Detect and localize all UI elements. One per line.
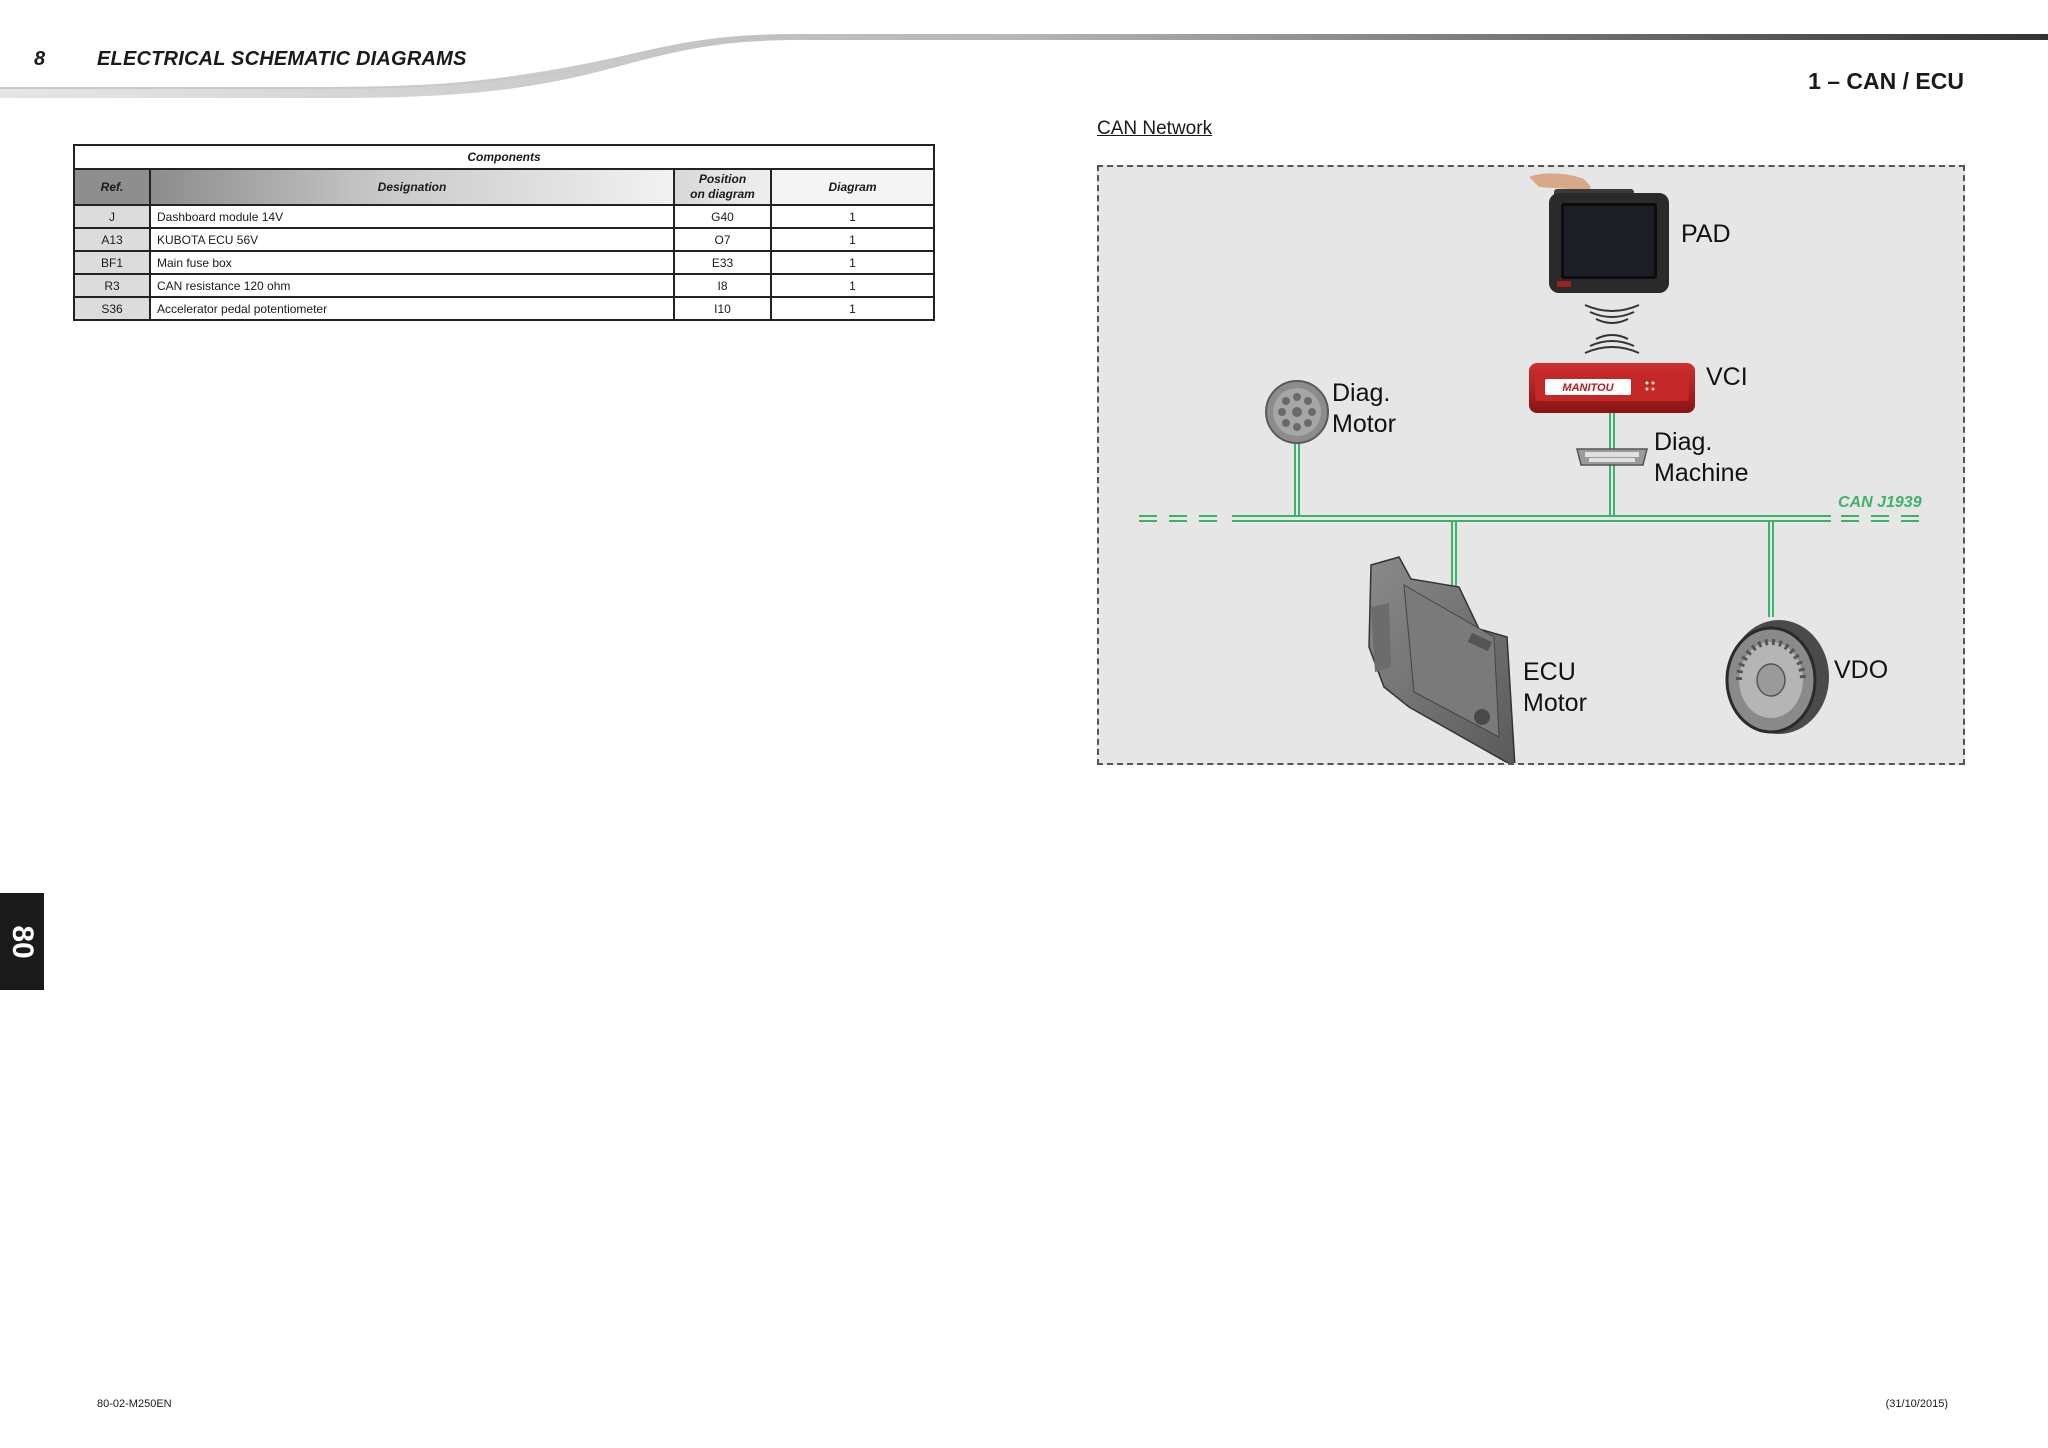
pad-label: PAD (1681, 220, 1731, 248)
document-title: ELECTRICAL SCHEMATIC DIAGRAMS (97, 48, 467, 70)
diag-machine-label-line1: Diag. (1654, 428, 1713, 456)
cell-diagram: 1 (770, 204, 935, 229)
table-row: R3 CAN resistance 120 ohm I8 1 (73, 273, 935, 298)
diagram-graphics: MANITOU (1139, 173, 1919, 763)
header-swoosh (0, 34, 2048, 98)
cell-ref: R3 (73, 273, 151, 298)
can-network-diagram: MANITOU (1097, 165, 1965, 765)
vdo-label: VDO (1834, 656, 1889, 684)
cell-position: O7 (673, 227, 772, 252)
cell-diagram: 1 (770, 296, 935, 321)
footer-doc-code: 80-02-M250EN (97, 1398, 172, 1410)
cell-ref: BF1 (73, 250, 151, 275)
pad-tablet-icon (1529, 173, 1669, 293)
cell-position: I8 (673, 273, 772, 298)
cell-designation: CAN resistance 120 ohm (149, 273, 675, 298)
cell-position: G40 (673, 204, 772, 229)
side-tab-label: 80 (6, 924, 39, 959)
can-network-heading: CAN Network (1097, 118, 1213, 139)
diag-motor-label: Diag. Motor (1332, 378, 1396, 440)
ecu-motor-label-line1: ECU (1523, 658, 1576, 686)
footer-date: (31/10/2015) (1885, 1398, 1948, 1410)
table-row: J Dashboard module 14V G40 1 (73, 204, 935, 229)
cell-diagram: 1 (770, 250, 935, 275)
cell-designation: Dashboard module 14V (149, 204, 675, 229)
components-table: Components Ref. Designation Position on … (73, 144, 935, 321)
cell-designation: KUBOTA ECU 56V (149, 227, 675, 252)
table-row: A13 KUBOTA ECU 56V O7 1 (73, 227, 935, 252)
cell-ref: A13 (73, 227, 151, 252)
section-title: 1 – CAN / ECU (1808, 68, 1964, 94)
cell-ref: S36 (73, 296, 151, 321)
diag-motor-label-line2: Motor (1332, 410, 1396, 438)
diag-machine-connector-icon (1576, 448, 1648, 466)
col-diagram: Diagram (770, 168, 935, 206)
section-side-tab: 80 (0, 893, 44, 990)
ecu-motor-label: ECU Motor (1523, 657, 1587, 719)
cell-diagram: 1 (770, 227, 935, 252)
cell-diagram: 1 (770, 273, 935, 298)
diag-machine-label: Diag. Machine (1654, 427, 1749, 489)
cell-position: I10 (673, 296, 772, 321)
table-caption: Components (73, 144, 935, 170)
vci-label: VCI (1706, 363, 1748, 391)
diag-motor-connector-icon (1265, 380, 1329, 444)
col-designation: Designation (149, 168, 675, 206)
vdo-gauge-icon (1725, 620, 1829, 734)
can-bus-label: CAN J1939 (1838, 494, 1922, 511)
page-number: 8 (34, 48, 46, 70)
diag-motor-label-line1: Diag. (1332, 379, 1391, 407)
cell-designation: Accelerator pedal potentiometer (149, 296, 675, 321)
vci-device-icon: MANITOU (1529, 363, 1695, 413)
vci-brand-text: MANITOU (1562, 382, 1614, 394)
can-bus-line (1139, 407, 1919, 617)
table-row: S36 Accelerator pedal potentiometer I10 … (73, 296, 935, 321)
col-ref: Ref. (73, 168, 151, 206)
cell-ref: J (73, 204, 151, 229)
ecu-motor-label-line2: Motor (1523, 689, 1587, 717)
wireless-icon (1584, 304, 1640, 354)
table-row: BF1 Main fuse box E33 1 (73, 250, 935, 275)
ecu-motor-icon (1368, 556, 1516, 763)
diag-machine-label-line2: Machine (1654, 459, 1749, 487)
cell-designation: Main fuse box (149, 250, 675, 275)
cell-position: E33 (673, 250, 772, 275)
col-position: Position on diagram (673, 168, 772, 206)
